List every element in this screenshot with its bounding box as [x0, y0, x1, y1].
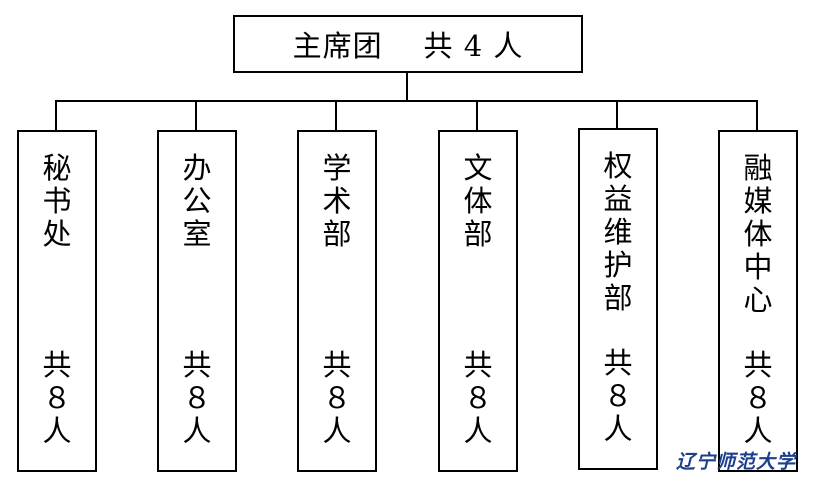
presidium-box: 主席团 共 4 人 — [233, 15, 583, 73]
dept-name: 融媒体中心 — [743, 151, 773, 317]
dept-count: 共８人 — [603, 346, 633, 446]
dept-count: 共８人 — [463, 348, 493, 448]
dept-name: 文体部 — [463, 151, 493, 251]
dept-count: 共８人 — [182, 348, 212, 448]
dept-box-media-center: 融媒体中心 共８人 — [718, 130, 798, 472]
dept-name: 权益维护部 — [603, 149, 633, 315]
dept-box-academic: 学术部 共８人 — [297, 130, 377, 472]
presidium-label: 主席团 共 4 人 — [292, 29, 524, 63]
dept-name: 秘书处 — [42, 151, 72, 251]
dept-count: 共８人 — [322, 348, 352, 448]
dept-name: 学术部 — [322, 151, 352, 251]
dept-count: 共８人 — [743, 348, 773, 448]
dept-box-office: 办公室 共８人 — [157, 130, 237, 472]
dept-box-rights: 权益维护部 共８人 — [578, 128, 658, 470]
dept-name: 办公室 — [182, 151, 212, 251]
watermark: 辽宁师范大学 — [675, 451, 796, 473]
dept-box-culture-sports: 文体部 共８人 — [438, 130, 518, 472]
dept-box-secretariat: 秘书处 共８人 — [17, 130, 97, 472]
dept-count: 共８人 — [42, 348, 72, 448]
